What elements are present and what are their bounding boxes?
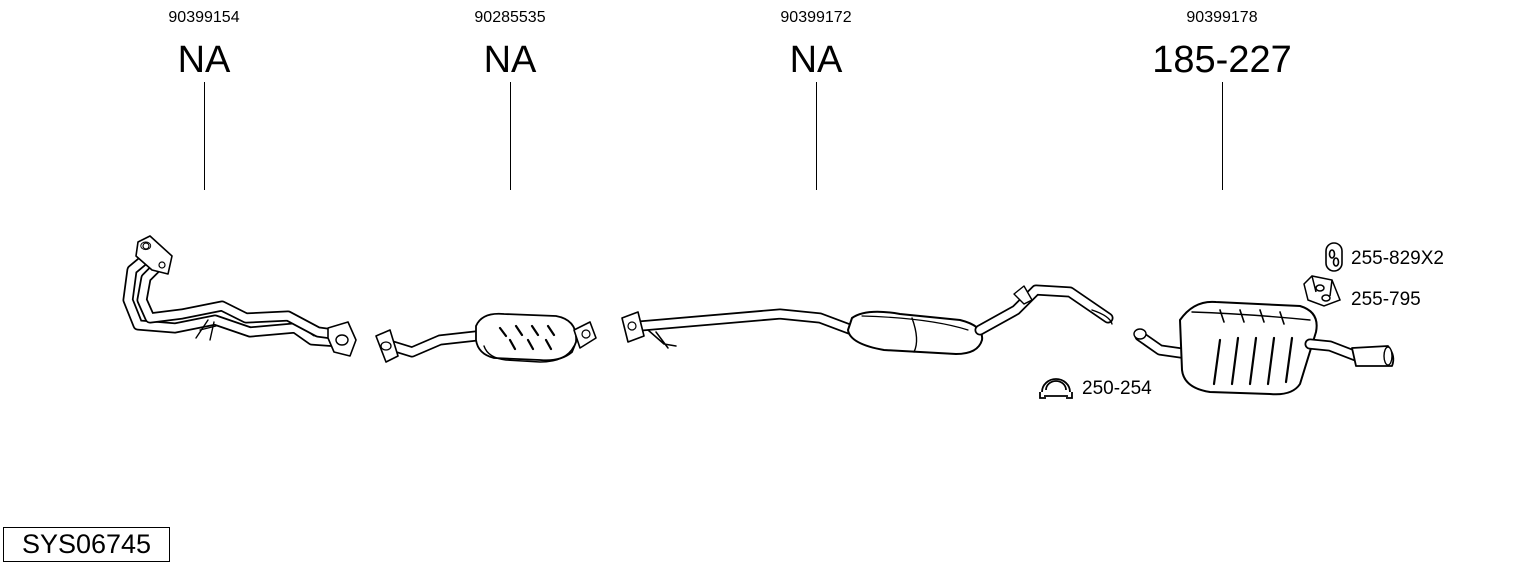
pipe-clamp-icon — [1039, 378, 1073, 399]
leader-line — [816, 82, 817, 190]
accessory-label-clamp: 250-254 — [1082, 378, 1152, 399]
system-id-label: SYS06745 — [3, 527, 170, 562]
center-muffler-drawing[interactable] — [621, 284, 1114, 355]
rear-muffler-drawing[interactable] — [1133, 300, 1395, 396]
part-number-label: 90285535 — [474, 9, 546, 26]
accessory-label-bracket: 255-795 — [1351, 289, 1421, 310]
part-number-label: 90399154 — [168, 9, 240, 26]
part-code-label: NA — [177, 39, 231, 81]
part-number-label: 90399172 — [780, 9, 852, 26]
catalytic-converter-drawing[interactable] — [375, 312, 597, 363]
part-code-label: 185-227 — [1152, 39, 1292, 81]
leader-line — [1222, 82, 1223, 190]
mounting-bracket-icon — [1303, 275, 1341, 307]
front-pipe-drawing[interactable] — [122, 235, 357, 357]
accessory-label-hanger: 255-829X2 — [1351, 248, 1444, 269]
part-code-label: NA — [483, 39, 537, 81]
part-code-label: NA — [789, 39, 843, 81]
rubber-hanger-icon — [1325, 242, 1343, 272]
part-number-label: 90399178 — [1186, 9, 1258, 26]
leader-line — [510, 82, 511, 190]
leader-line — [204, 82, 205, 190]
